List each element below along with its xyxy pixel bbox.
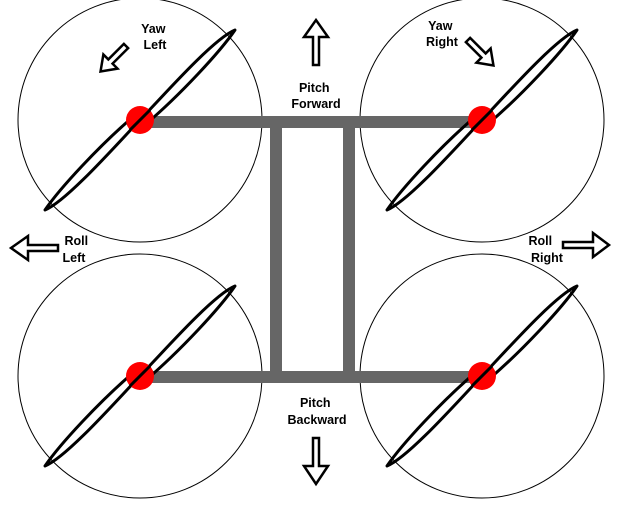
propeller-top-left bbox=[43, 28, 237, 212]
label-roll-right-line1: Roll bbox=[528, 234, 552, 248]
label-pitch-backward-line1: Pitch bbox=[300, 396, 331, 410]
label-roll-right-line2: Right bbox=[531, 251, 564, 265]
roll-right-arrow-icon bbox=[561, 230, 612, 260]
label-yaw-left: Yaw Left bbox=[141, 22, 169, 52]
label-yaw-left-line2: Left bbox=[144, 38, 168, 52]
label-yaw-right: Yaw Right bbox=[426, 19, 459, 49]
label-yaw-right-line1: Yaw bbox=[428, 19, 453, 33]
label-roll-left-line1: Roll bbox=[64, 234, 88, 248]
label-roll-right: Roll Right bbox=[528, 234, 563, 265]
roll-left-arrow-icon bbox=[8, 233, 60, 263]
label-pitch-forward: Pitch Forward bbox=[291, 81, 340, 111]
label-pitch-forward-line1: Pitch bbox=[299, 81, 330, 95]
pitch-forward-arrow-icon bbox=[301, 17, 331, 67]
pitch-backward-arrow-icon bbox=[301, 436, 331, 487]
label-yaw-left-line1: Yaw bbox=[141, 22, 166, 36]
propeller-bottom-right bbox=[385, 284, 579, 468]
label-roll-left: Roll Left bbox=[63, 234, 92, 265]
label-pitch-forward-line2: Forward bbox=[291, 97, 340, 111]
label-yaw-right-line2: Right bbox=[426, 35, 459, 49]
label-pitch-backward: Pitch Backward bbox=[287, 396, 346, 427]
label-roll-left-line2: Left bbox=[63, 251, 87, 265]
propeller-bottom-left bbox=[43, 284, 237, 468]
yaw-left-arrow-icon bbox=[99, 42, 130, 73]
yaw-right-arrow-icon bbox=[464, 36, 495, 67]
frame bbox=[142, 116, 484, 383]
label-pitch-backward-line2: Backward bbox=[287, 413, 346, 427]
propeller-top-right bbox=[385, 28, 579, 212]
